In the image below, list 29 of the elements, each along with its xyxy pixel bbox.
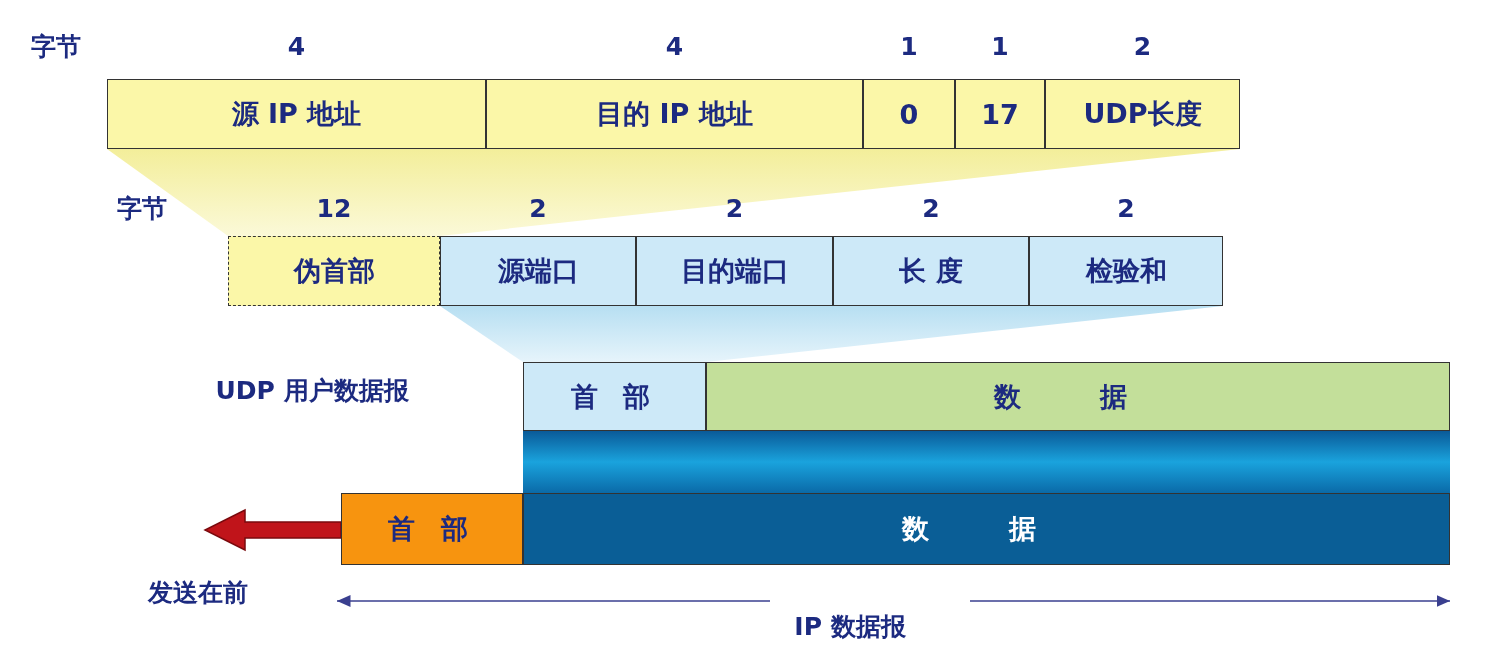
port-field: 源端口 (440, 236, 636, 306)
byte-count: 2 (922, 193, 940, 223)
data-field: 数 据 (706, 362, 1450, 431)
byte-count: 4 (665, 31, 684, 61)
datagram-label: IP 数据报 (794, 610, 906, 643)
byte-count: 4 (287, 31, 306, 61)
unit-label: 字节 (117, 192, 167, 225)
byte-count: 2 (725, 193, 744, 223)
header-field: 首 部 (341, 493, 523, 565)
port-field: 目的端口 (636, 236, 833, 306)
byte-count: 2 (529, 193, 547, 223)
checksum-field: 检验和 (1029, 236, 1223, 306)
byte-count: 12 (316, 193, 352, 223)
byte-count: 2 (1117, 193, 1135, 223)
length-field: 长 度 (833, 236, 1029, 306)
length-field: UDP长度 (1045, 79, 1240, 149)
address-field: 源 IP 地址 (107, 79, 486, 149)
pseudo-header-field: 伪首部 (228, 236, 440, 306)
byte-count: 2 (1133, 31, 1152, 61)
data-field: 数 据 (523, 493, 1450, 565)
address-field: 目的 IP 地址 (486, 79, 863, 149)
zero-field: 0 (863, 79, 955, 149)
protocol-field: 17 (955, 79, 1045, 149)
header-field: 首 部 (523, 362, 706, 431)
datagram-label: UDP 用户数据报 (215, 374, 409, 407)
byte-count: 1 (900, 31, 918, 61)
unit-label: 字节 (31, 30, 81, 63)
byte-count: 1 (991, 31, 1009, 61)
direction-note: 发送在前 (148, 576, 248, 609)
